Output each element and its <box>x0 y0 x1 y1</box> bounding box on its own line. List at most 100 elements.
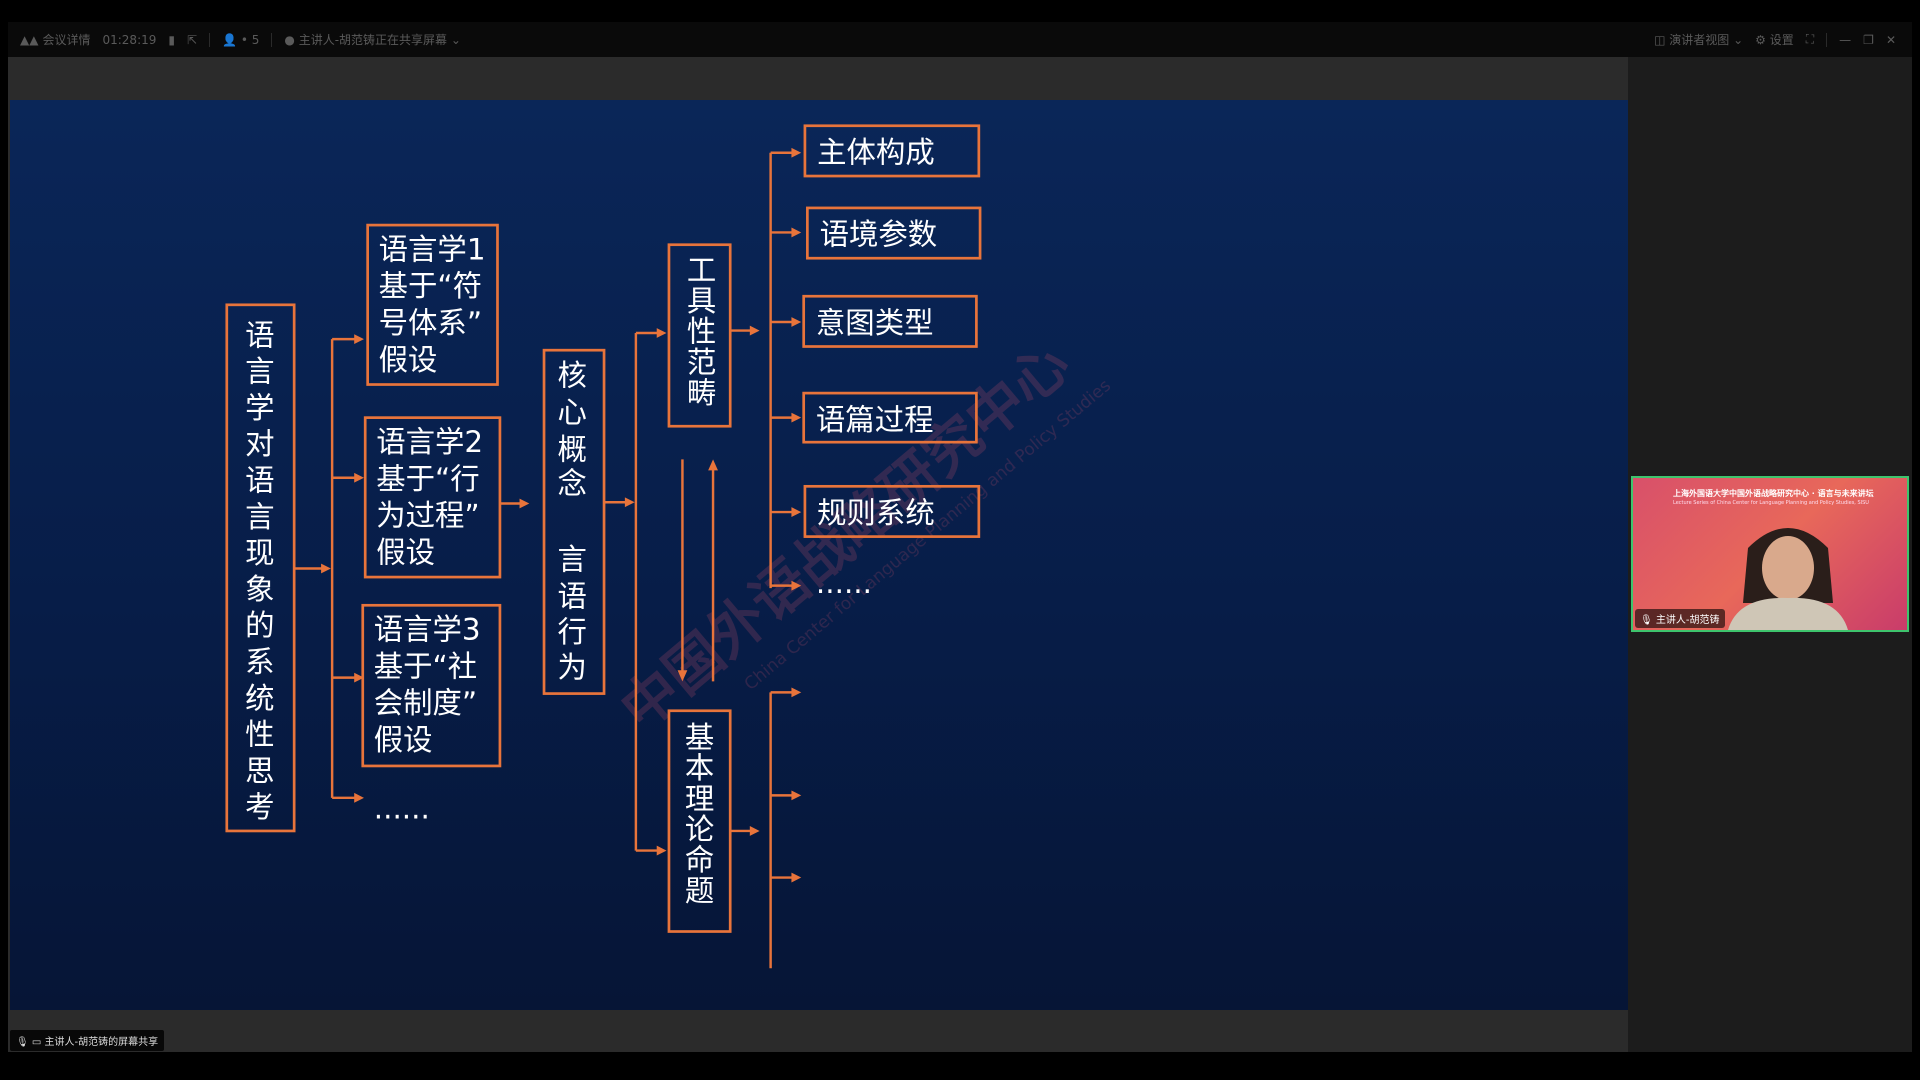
speaker-image <box>1728 528 1848 630</box>
arrow-head <box>354 472 364 483</box>
core-concept-box <box>542 348 606 695</box>
root-char: 言 <box>245 500 274 534</box>
tool-item-box <box>806 206 982 260</box>
popout-icon[interactable]: ⇱ <box>187 32 198 47</box>
arrow-head <box>354 334 364 345</box>
signal-icon[interactable]: ▮ <box>168 32 175 47</box>
basic-propositions-char: 命 <box>685 843 714 877</box>
tool-item-text: 主体构成 <box>817 136 935 170</box>
core-char: 概 <box>557 432 586 466</box>
tool-category-box <box>667 243 732 428</box>
arrow-head <box>656 845 667 856</box>
arrow-head <box>791 147 802 158</box>
tool-item-text: 语境参数 <box>820 218 938 252</box>
tool-item-box <box>803 124 981 178</box>
restore-icon[interactable]: ❐ <box>1863 32 1874 47</box>
minimize-icon[interactable]: — <box>1839 32 1852 47</box>
root-char: 语 <box>245 318 274 352</box>
meeting-toolbar: ▲▲会议详情 01:28:19 ▮ ⇱ 👤 • 5 ● 主讲人-胡范铸正在共享屏… <box>8 22 1912 57</box>
branch-text: 语言学3 <box>374 613 481 647</box>
avatar: ● <box>284 32 295 47</box>
basic-propositions-box <box>667 709 732 933</box>
branch-text: 语言学1 <box>379 232 486 266</box>
divider <box>271 32 273 47</box>
root-char: 系 <box>245 645 274 679</box>
user-icon: 👤 <box>222 32 238 47</box>
microphone-icon: 🎙 <box>1640 615 1653 626</box>
branch-text: 基于“社 <box>374 649 477 683</box>
tool-more: ...... <box>816 566 872 600</box>
microphone-icon: 🎙 <box>16 1037 29 1048</box>
tool-item-box <box>802 294 978 348</box>
arrow-head <box>708 459 718 471</box>
layout-icon: ◫ <box>1654 32 1666 47</box>
core-char: 念 <box>557 467 586 501</box>
chevron-down-icon: ⌄ <box>450 32 461 47</box>
root-char: 语 <box>245 463 274 497</box>
meeting-timer: 01:28:19 <box>102 32 157 47</box>
slide: 中国外语战略研究中心 China Center for Language Pla… <box>10 100 1628 1010</box>
branch-text: 基于“符 <box>379 269 482 303</box>
core-char: 行 <box>557 615 586 649</box>
branch-text: 假设 <box>379 343 438 377</box>
video-banner-en: Lecture Series of China Center for Langu… <box>1673 500 1869 506</box>
root-char: 的 <box>245 609 274 643</box>
arrow-head <box>791 412 802 423</box>
top-strip <box>0 0 1920 22</box>
branch-box <box>361 603 502 768</box>
branch-box <box>363 416 502 579</box>
arrow-head <box>321 563 331 574</box>
close-icon[interactable]: ✕ <box>1885 32 1896 47</box>
core-char: 心 <box>557 396 586 430</box>
arrow-head <box>791 317 802 327</box>
participants-button[interactable]: 👤 • 5 <box>222 32 260 47</box>
arrow-head <box>624 497 635 508</box>
basic-propositions-char: 论 <box>685 813 714 847</box>
meeting-details-button[interactable]: ▲▲会议详情 <box>20 32 91 48</box>
root-char: 考 <box>245 790 274 824</box>
branch-box <box>366 223 499 386</box>
core-char: 为 <box>557 651 586 685</box>
arrow-head <box>354 792 364 803</box>
settings-button[interactable]: ⚙ 设置 <box>1755 32 1794 48</box>
core-char: 语 <box>557 579 586 613</box>
tool-item-text: 语篇过程 <box>816 403 934 437</box>
basic-propositions-char: 本 <box>685 751 714 785</box>
arrow-head <box>791 687 802 698</box>
speaker-video-tile[interactable]: 上海外国语大学中国外语战略研究中心 · 语言与未来讲坛 Lecture Seri… <box>1631 476 1909 632</box>
chevron-down-icon: ⌄ <box>1733 32 1744 47</box>
sharing-status-dropdown[interactable]: ● 主讲人-胡范铸正在共享屏幕 ⌄ <box>284 32 461 48</box>
presenter-view-button[interactable]: ◫ 演讲者视图 ⌄ <box>1654 32 1744 48</box>
root-char: 思 <box>245 754 274 788</box>
root-char: 现 <box>245 536 274 570</box>
basic-propositions-char: 题 <box>685 874 714 908</box>
basic-propositions-char: 理 <box>685 782 714 816</box>
branch-more: ...... <box>374 792 430 826</box>
logo-icon: ▲▲ <box>20 32 39 47</box>
root-char: 言 <box>245 355 274 389</box>
fullscreen-icon[interactable]: ⛶ <box>1805 32 1815 46</box>
concept-diagram: 中国外语战略研究中心 China Center for Language Pla… <box>225 124 1115 969</box>
core-char: 核 <box>557 359 586 393</box>
arrow-head <box>791 872 802 883</box>
divider <box>1826 32 1828 47</box>
arrow-head <box>656 328 667 338</box>
branch-text: 假设 <box>376 535 435 569</box>
tool-item-text: 规则系统 <box>817 496 935 530</box>
root-char: 性 <box>245 718 274 752</box>
tool-category-label: 工具性范畴 <box>683 255 717 408</box>
branch-text: 号体系” <box>379 306 482 340</box>
video-banner: 上海外国语大学中国外语战略研究中心 · 语言与未来讲坛 <box>1673 489 1874 498</box>
branch-text: 假设 <box>374 723 433 757</box>
arrow-head <box>749 826 760 836</box>
root-char: 统 <box>245 681 274 715</box>
basic-propositions-char: 基 <box>685 721 714 755</box>
root-char: 对 <box>245 427 274 461</box>
arrow-head <box>791 227 802 238</box>
gear-icon: ⚙ <box>1755 32 1766 47</box>
divider <box>209 32 211 47</box>
core-char: 言 <box>557 543 586 577</box>
speaker-name-label: 🎙 主讲人-胡范铸 <box>1635 609 1725 628</box>
branch-text: 会制度” <box>374 686 477 720</box>
arrow-head <box>791 580 802 591</box>
